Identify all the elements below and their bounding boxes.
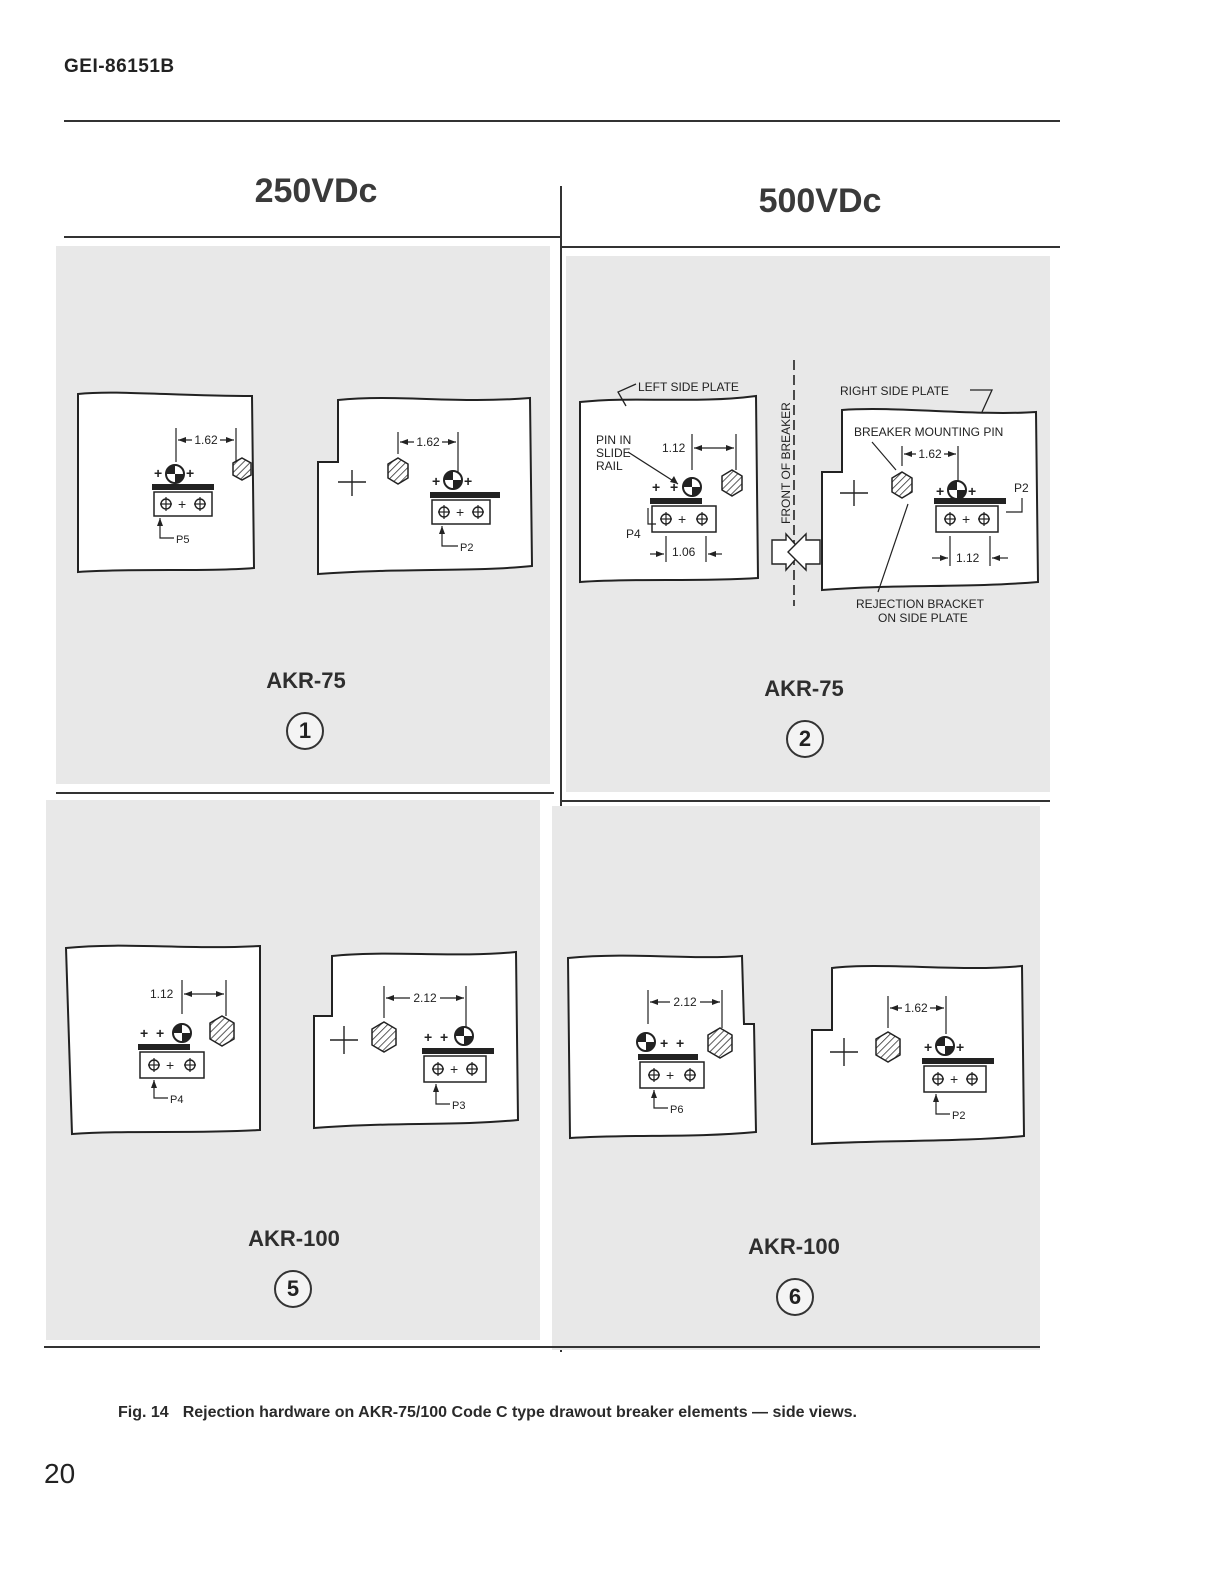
- panel-2-model: AKR-75: [764, 676, 844, 701]
- p2-left-dim-top: 1.12: [662, 441, 686, 455]
- p1-right-dim: 1.62: [416, 435, 440, 449]
- p2-pin-label-2: SLIDE: [596, 446, 631, 460]
- panel-2-diagram: LEFT SIDE PLATE PIN IN SLIDE RAIL 1.12 +…: [579, 360, 1040, 625]
- p2-mounting-pin-label: BREAKER MOUNTING PIN: [854, 425, 1003, 439]
- column-title-250vdc: 250VDc: [254, 172, 378, 210]
- panel-5-number: 5: [274, 1270, 312, 1308]
- svg-text:+: +: [456, 504, 464, 520]
- p2-left-dim-bottom: 1.06: [672, 545, 696, 559]
- panel-5-diagram: 1.12 + + + P4 2.12 + + + P3: [64, 944, 520, 1136]
- p2-right-pos: P2: [1014, 481, 1029, 495]
- svg-text:+: +: [652, 479, 660, 495]
- svg-text:+: +: [660, 1035, 668, 1051]
- panel-1-model: AKR-75: [266, 668, 346, 693]
- svg-text:+: +: [450, 1061, 458, 1077]
- figure-caption-text: Rejection hardware on AKR-75/100 Code C …: [182, 1404, 857, 1421]
- panel-1-number: 1: [286, 712, 324, 750]
- svg-text:+: +: [440, 1029, 448, 1045]
- svg-text:+: +: [670, 479, 678, 495]
- p1-left-pos: P5: [176, 534, 189, 546]
- panel-6-diagram: 2.12 + + + P6 1.62 + + + P2: [566, 954, 1026, 1146]
- p5-left-pos: P4: [170, 1094, 183, 1106]
- p2-right-dim-bottom: 1.12: [956, 551, 980, 565]
- p1-left-dim: 1.62: [194, 433, 218, 447]
- figure-number: Fig. 14: [118, 1404, 169, 1421]
- svg-text:+: +: [936, 483, 944, 499]
- p2-front-label: FRONT OF BREAKER: [779, 402, 793, 524]
- svg-text:+: +: [140, 1025, 148, 1041]
- svg-text:+: +: [666, 1067, 674, 1083]
- svg-text:+: +: [676, 1035, 684, 1051]
- svg-text:+: +: [186, 465, 194, 481]
- panel-6-number: 6: [776, 1278, 814, 1316]
- title-rule-right: [562, 246, 1060, 248]
- svg-text:+: +: [962, 511, 970, 527]
- panel-1-diagram: 1.62 + + + P5 1.62 + + + P2: [77, 391, 534, 576]
- p6-left-pos: P6: [670, 1104, 683, 1116]
- p2-left-plate-label: LEFT SIDE PLATE: [638, 380, 739, 394]
- svg-text:+: +: [424, 1029, 432, 1045]
- p6-right-pos: P2: [952, 1110, 965, 1122]
- svg-text:+: +: [166, 1057, 174, 1073]
- mid-rule-left: [56, 792, 554, 794]
- panel-6-model: AKR-100: [748, 1234, 840, 1259]
- svg-text:+: +: [154, 465, 162, 481]
- svg-text:+: +: [432, 473, 440, 489]
- document-id: GEI-86151B: [64, 56, 175, 77]
- p2-pin-label-3: RAIL: [596, 459, 623, 473]
- panel-5-model: AKR-100: [248, 1226, 340, 1251]
- p2-pin-label-1: PIN IN: [596, 433, 631, 447]
- bottom-rule: [44, 1346, 1040, 1348]
- p6-right-dim: 1.62: [904, 1001, 928, 1015]
- p5-right-pos: P3: [452, 1100, 465, 1112]
- p2-left-pos: P4: [626, 527, 641, 541]
- center-divider: [560, 186, 562, 1352]
- p2-bracket-label-2: ON SIDE PLATE: [878, 611, 968, 625]
- svg-text:+: +: [178, 496, 186, 512]
- svg-text:+: +: [968, 483, 976, 499]
- p5-right-dim: 2.12: [413, 991, 437, 1005]
- svg-text:+: +: [924, 1039, 932, 1055]
- p6-left-dim: 2.12: [673, 995, 697, 1009]
- page-number: 20: [44, 1458, 76, 1489]
- svg-text:+: +: [956, 1039, 964, 1055]
- svg-text:+: +: [678, 511, 686, 527]
- mid-rule-right: [562, 800, 1050, 802]
- p1-right-pos: P2: [460, 542, 473, 554]
- p5-left-dim: 1.12: [150, 987, 174, 1001]
- panel-2-number: 2: [786, 720, 824, 758]
- svg-text:+: +: [950, 1071, 958, 1087]
- column-title-500vdc: 500VDc: [758, 182, 882, 220]
- header-rule: [64, 120, 1060, 122]
- p2-right-dim-top: 1.62: [918, 447, 942, 461]
- p2-right-plate-label: RIGHT SIDE PLATE: [840, 384, 949, 398]
- figure-caption: Fig. 14 Rejection hardware on AKR-75/100 …: [118, 1404, 857, 1422]
- title-rule-left: [64, 236, 562, 238]
- svg-text:+: +: [464, 473, 472, 489]
- svg-text:+: +: [156, 1025, 164, 1041]
- p2-bracket-label-1: REJECTION BRACKET: [856, 597, 985, 611]
